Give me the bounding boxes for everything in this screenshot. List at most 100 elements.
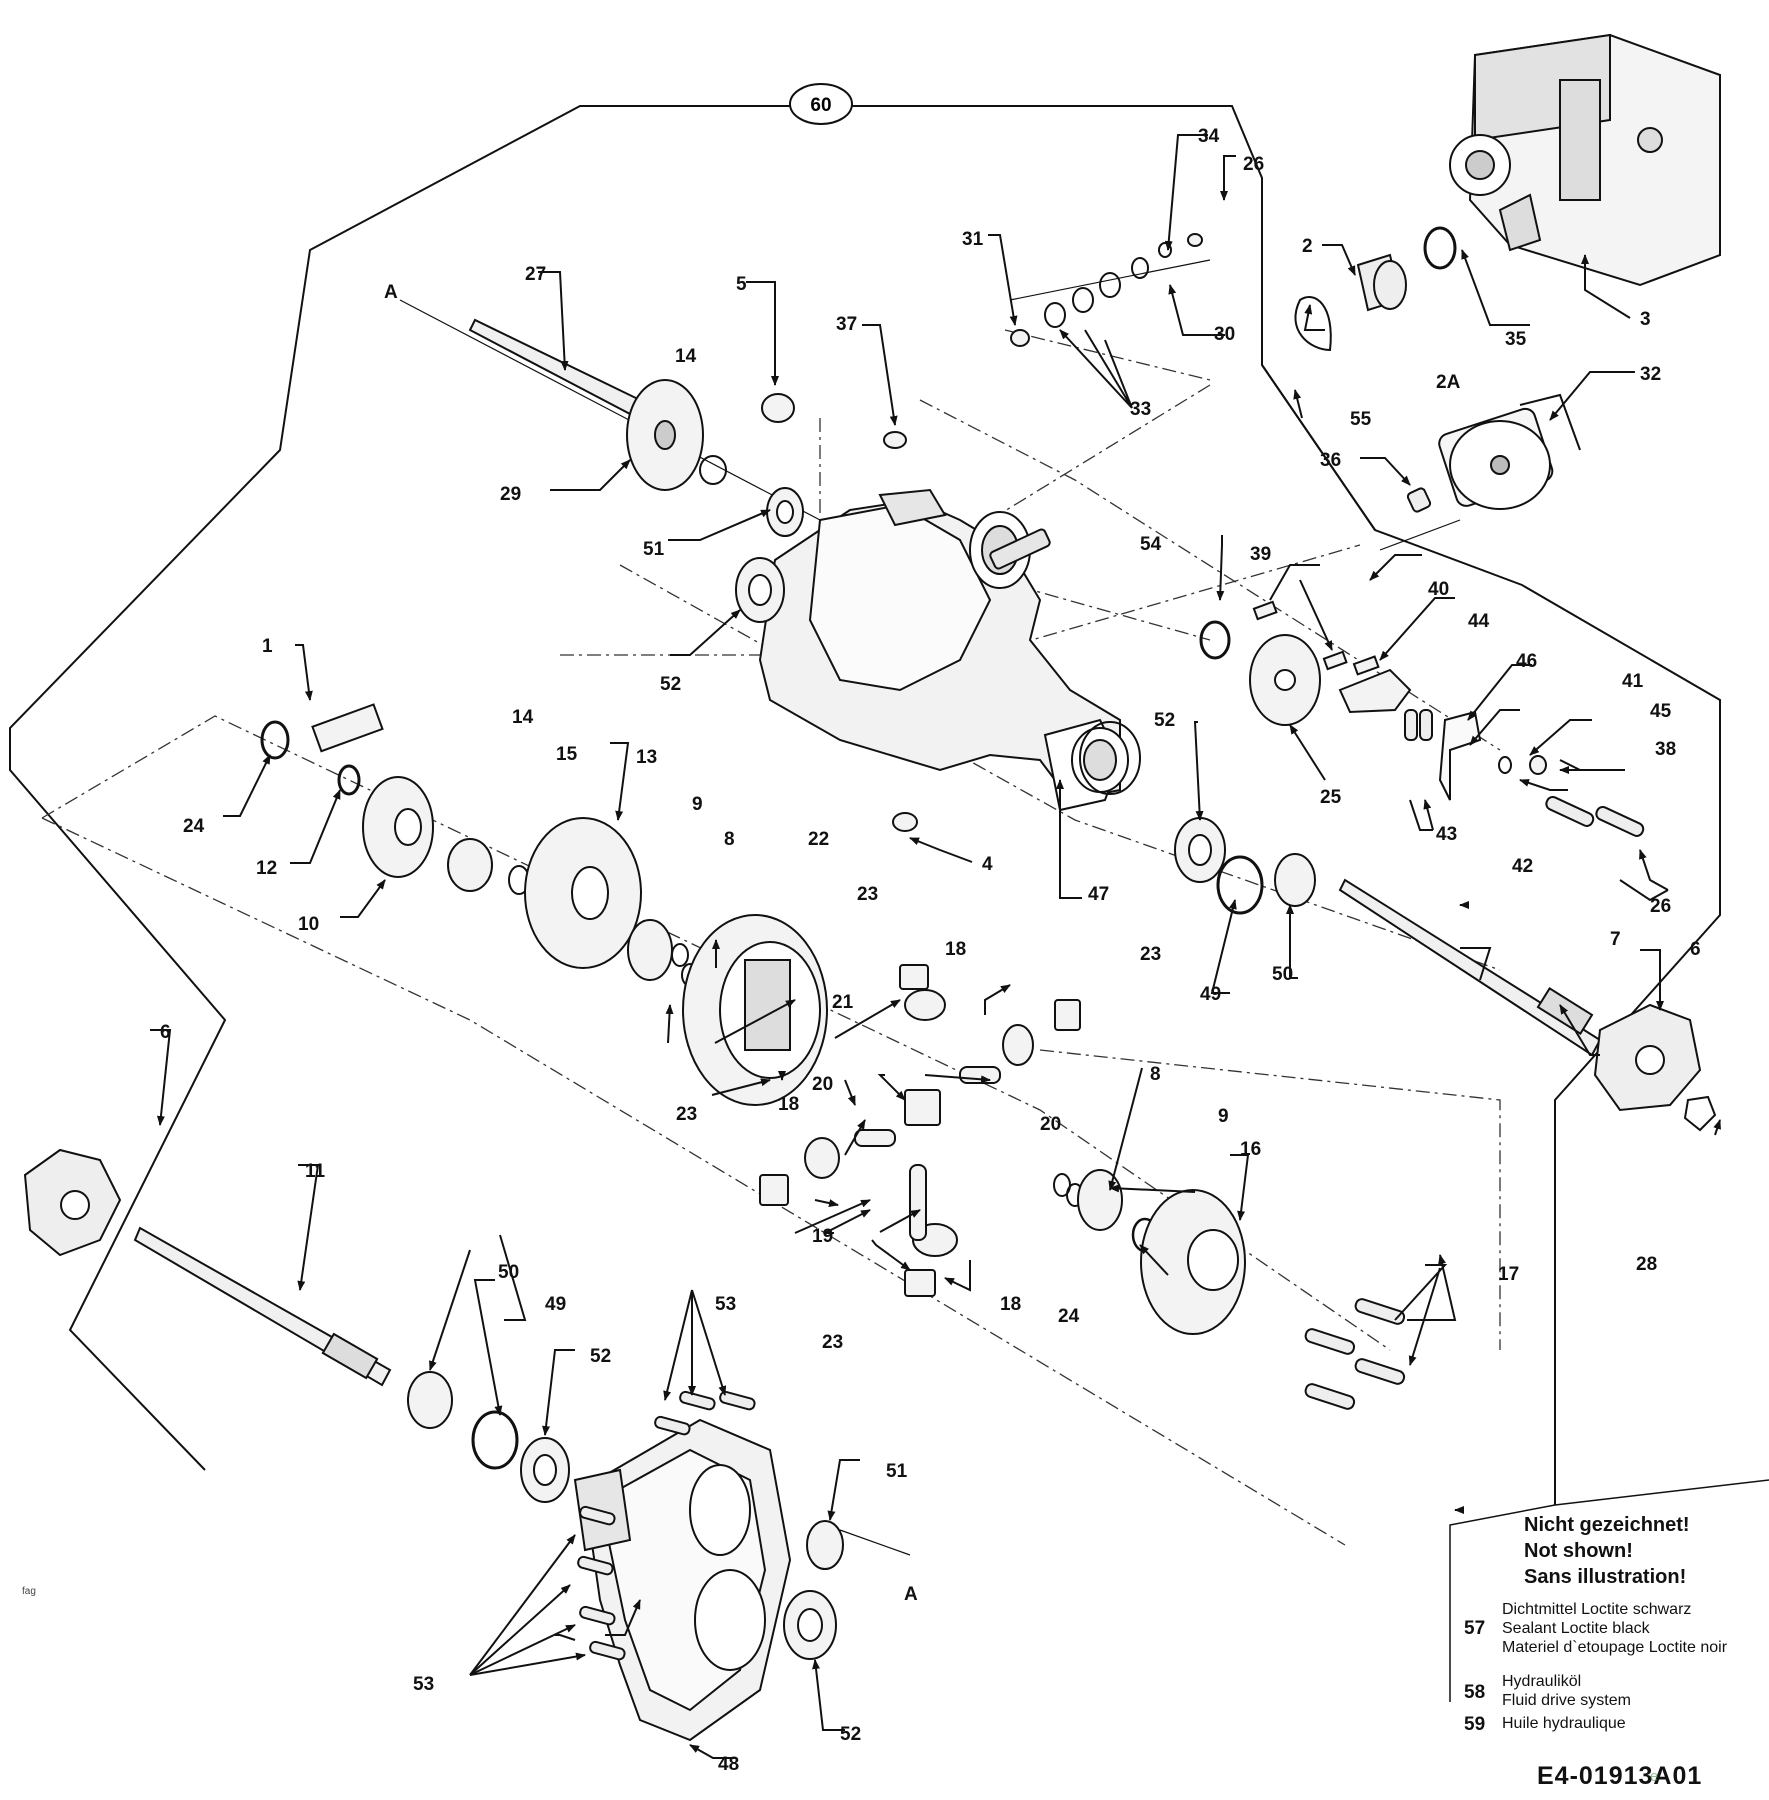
leader-lines bbox=[150, 134, 1721, 1759]
key-40-b bbox=[1322, 650, 1348, 671]
callout-24-bottom: 24 bbox=[1058, 1306, 1080, 1327]
hydraulic-pump-unit bbox=[1449, 33, 1721, 287]
washer-31 bbox=[1131, 257, 1149, 279]
callout-31: 30 bbox=[1214, 324, 1235, 345]
axle-shaft-7 bbox=[1338, 878, 1602, 1057]
shim-34-a bbox=[1044, 302, 1066, 328]
shim-34-c bbox=[1099, 272, 1121, 298]
bevel-gear-18-b bbox=[1002, 1024, 1034, 1066]
seal-48 bbox=[1079, 721, 1141, 795]
callout-34: 33 bbox=[1130, 399, 1151, 420]
pump-boundary-line bbox=[1261, 364, 1376, 531]
seal-5 bbox=[761, 393, 795, 423]
callout-33: 32 bbox=[1640, 364, 1661, 385]
callout-53-right: 52 bbox=[840, 1724, 861, 1745]
callout-1: 1 bbox=[262, 636, 273, 657]
callout-9-top: 9 bbox=[692, 794, 703, 815]
assembly-number: 60 bbox=[810, 95, 831, 116]
block-23-d bbox=[904, 1269, 936, 1297]
callout-7: 7 bbox=[1610, 929, 1621, 950]
callout-11: 11 bbox=[305, 1161, 326, 1182]
leader-lines-54 bbox=[469, 1289, 727, 1676]
callout-29: 28 bbox=[1636, 1254, 1657, 1275]
callout-14: 14 bbox=[512, 707, 534, 728]
callout-2: 2 bbox=[1302, 236, 1313, 257]
callout-6-left: 6 bbox=[160, 1022, 171, 1043]
callout-43: 42 bbox=[1512, 856, 1533, 877]
corner-mark: fag bbox=[22, 1586, 36, 1597]
block-23-c bbox=[759, 1174, 789, 1206]
bracket-47 bbox=[1438, 710, 1482, 801]
callout-23-d: 23 bbox=[822, 1332, 843, 1353]
washer-55 bbox=[1199, 620, 1231, 660]
callout-23-c: 23 bbox=[676, 1104, 697, 1125]
callout-15-mid: 15 bbox=[556, 744, 578, 765]
callout-22: 22 bbox=[808, 829, 829, 850]
callout-51-bottom: 50 bbox=[498, 1262, 519, 1283]
watermark: e bbox=[1650, 1768, 1659, 1785]
pin-20-b bbox=[854, 1129, 896, 1147]
callout-18-top: 18 bbox=[945, 939, 966, 960]
callout-23-b: 23 bbox=[1140, 944, 1161, 965]
callout-8-top: 8 bbox=[724, 829, 735, 850]
collar-14 bbox=[447, 838, 493, 892]
callout-16: 16 bbox=[1240, 1139, 1261, 1160]
not-shown-heading-de: Nicht gezeichnet! bbox=[1524, 1514, 1690, 1536]
callout-18-left: 18 bbox=[778, 1094, 799, 1115]
gear-9-top bbox=[627, 919, 673, 981]
washer-43 bbox=[1498, 756, 1512, 774]
callout-49: 48 bbox=[718, 1754, 739, 1775]
gear-9-bottom bbox=[1077, 1169, 1123, 1231]
callout-52-bottom: 51 bbox=[886, 1461, 908, 1482]
callout-55: 54 bbox=[1140, 534, 1162, 555]
washer-15-top bbox=[699, 455, 727, 485]
bolts bbox=[577, 709, 1645, 1661]
bevel-gear-18-c bbox=[804, 1137, 840, 1179]
callout-46: 45 bbox=[1650, 701, 1672, 722]
callout-53-bottom: 52 bbox=[590, 1346, 611, 1367]
block-23-a bbox=[899, 964, 929, 990]
assembly-boundary-line-right bbox=[852, 105, 1721, 1505]
housing-cover bbox=[573, 1418, 792, 1742]
callout-27: 26 bbox=[1243, 154, 1264, 175]
transmission-housing bbox=[758, 488, 1129, 812]
note-number: 59 bbox=[1464, 1714, 1486, 1735]
callout-37: 36 bbox=[1320, 450, 1341, 471]
callout-50-top: 49 bbox=[1200, 984, 1221, 1005]
ring-8-a bbox=[671, 943, 689, 967]
assembly-number-oval bbox=[789, 83, 853, 125]
callout-3: 3 bbox=[1640, 309, 1651, 330]
note-line: Hydrauliköl bbox=[1502, 1673, 1582, 1690]
note-number: 57 bbox=[1464, 1618, 1486, 1639]
key-40-a bbox=[1252, 600, 1278, 621]
callout-41: 40 bbox=[1428, 579, 1449, 600]
callout-40: 39 bbox=[1250, 544, 1271, 565]
callout-45: 44 bbox=[1468, 611, 1490, 632]
drawing-code: E4-01913A01 bbox=[1537, 1762, 1703, 1790]
callout-32: 31 bbox=[962, 229, 984, 250]
note-line: Dichtmittel Loctite schwarz bbox=[1502, 1601, 1692, 1618]
callout-48: 47 bbox=[1088, 884, 1109, 905]
callout-38: 37 bbox=[836, 314, 857, 335]
not-shown-heading: Nicht gezeichnet! Not shown! Sans illust… bbox=[1524, 1512, 1764, 1590]
oil-filter bbox=[1438, 393, 1581, 510]
shim-34-b bbox=[1072, 287, 1094, 313]
callout-4: 4 bbox=[982, 854, 993, 875]
callout-44: 43 bbox=[1436, 824, 1457, 845]
note-item-59: 59 Huile hydraulique bbox=[1464, 1714, 1626, 1736]
callout-23-a: 23 bbox=[857, 884, 878, 905]
callout-42: 41 bbox=[1622, 671, 1644, 692]
ring-50-top bbox=[1216, 855, 1264, 915]
assembly-boundary-line bbox=[9, 105, 790, 1471]
callout-5: 5 bbox=[736, 274, 747, 295]
block-23-b bbox=[1054, 999, 1081, 1031]
note-line: Fluid drive system bbox=[1502, 1692, 1631, 1709]
plug-38 bbox=[883, 431, 907, 449]
gears-and-bearings bbox=[260, 233, 1547, 1660]
input-shaft-28 bbox=[468, 318, 642, 417]
callout-53-mid: 52 bbox=[1154, 710, 1175, 731]
callout-35: 34 bbox=[1198, 126, 1220, 147]
callout-30: 29 bbox=[500, 484, 521, 505]
notes-border bbox=[1449, 1479, 1769, 1702]
